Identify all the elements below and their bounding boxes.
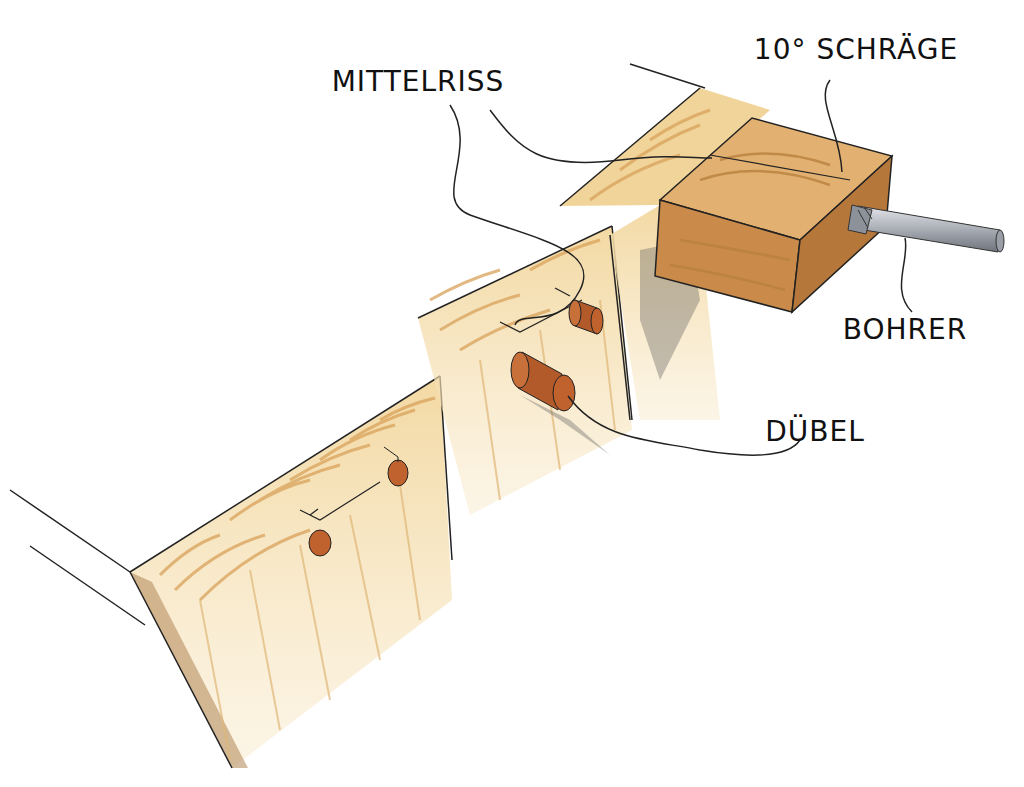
- drill-bit: [848, 205, 1004, 252]
- drilling-jig: [655, 118, 892, 312]
- part-label: MITTELRISS: [332, 67, 505, 98]
- leader-lines: [450, 80, 912, 455]
- part-label: DÜBEL: [765, 417, 865, 448]
- part-label: BOHRER: [843, 315, 967, 346]
- left-board: [130, 376, 452, 768]
- part-label: 10° SCHRÄGE: [754, 35, 958, 66]
- middle-board: [418, 226, 632, 515]
